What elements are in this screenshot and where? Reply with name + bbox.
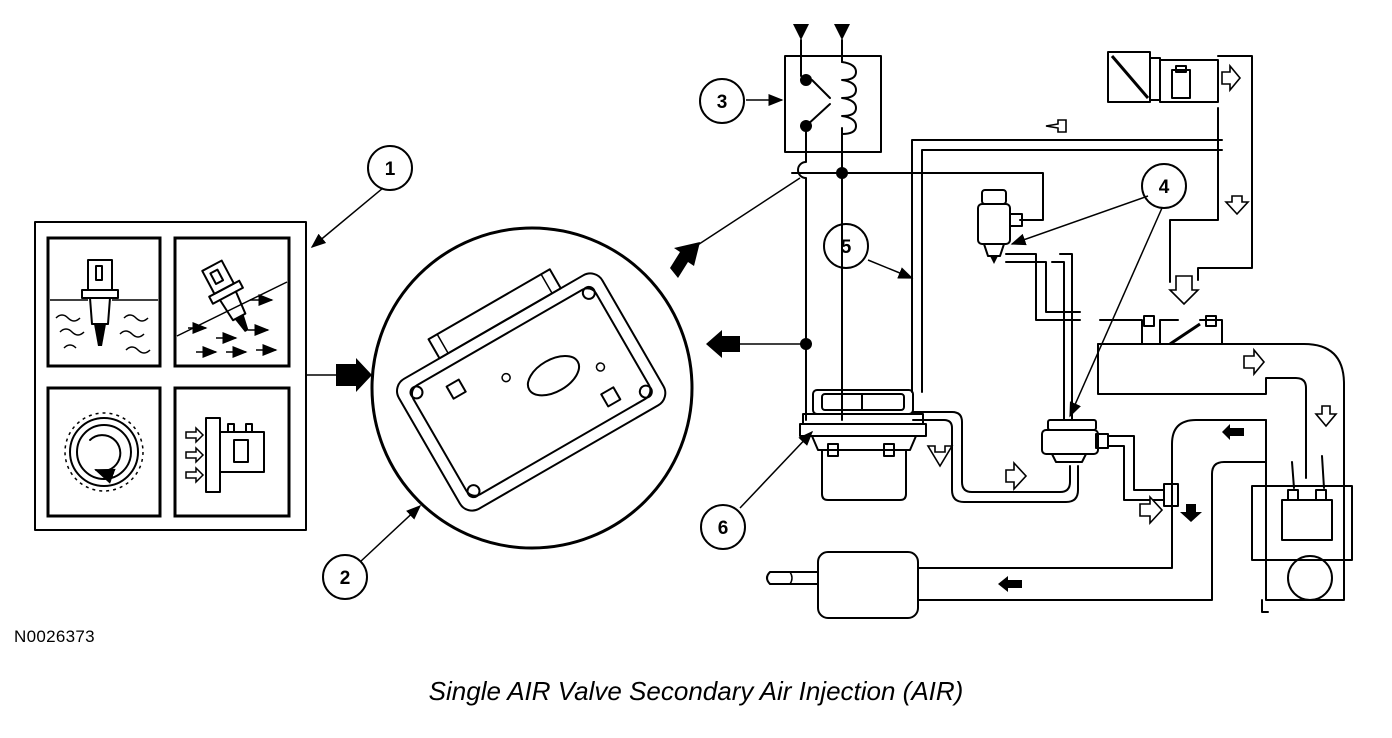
relay-wiring [791, 151, 1044, 421]
callout-leaders [310, 94, 1163, 563]
diagram-caption: Single AIR Valve Secondary Air Injection… [428, 676, 964, 706]
callout-4: 4 [1141, 163, 1187, 209]
vacuum-lines [911, 119, 1223, 421]
callout-6-number: 6 [718, 518, 729, 539]
figure-id: N0026373 [14, 627, 95, 646]
callout-1: 1 [367, 145, 413, 191]
coolant-temperature-sensor-icon [46, 236, 162, 368]
intake-air-temperature-sensor-icon [173, 236, 291, 368]
callout-1-number: 1 [385, 159, 396, 180]
callout-3: 3 [699, 78, 745, 124]
callout-2-number: 2 [340, 568, 351, 589]
input-arrow [306, 358, 372, 392]
air-check-valve [1041, 419, 1179, 526]
exhaust-system [766, 419, 1353, 619]
pump-outlet-hose [912, 411, 1079, 503]
air-pump-relay [784, 24, 882, 153]
air-intake-system [1097, 51, 1345, 479]
callout-6: 6 [700, 504, 746, 550]
crankshaft-position-sensor-icon [46, 386, 162, 518]
callout-4-number: 4 [1159, 177, 1170, 198]
electric-air-pump [799, 389, 927, 501]
callout-2: 2 [322, 554, 368, 600]
pcm-output-arrow [670, 177, 801, 278]
callout-3-number: 3 [717, 92, 728, 113]
mass-air-flow-sensor-icon [173, 386, 291, 518]
powertrain-control-module [370, 226, 694, 550]
pcm-input-arrow [706, 330, 804, 358]
callout-5-number: 5 [841, 237, 852, 258]
sensor-inputs-panel [34, 221, 307, 531]
solenoid-vacuum-valve [977, 189, 1023, 264]
callout-5: 5 [823, 223, 869, 269]
